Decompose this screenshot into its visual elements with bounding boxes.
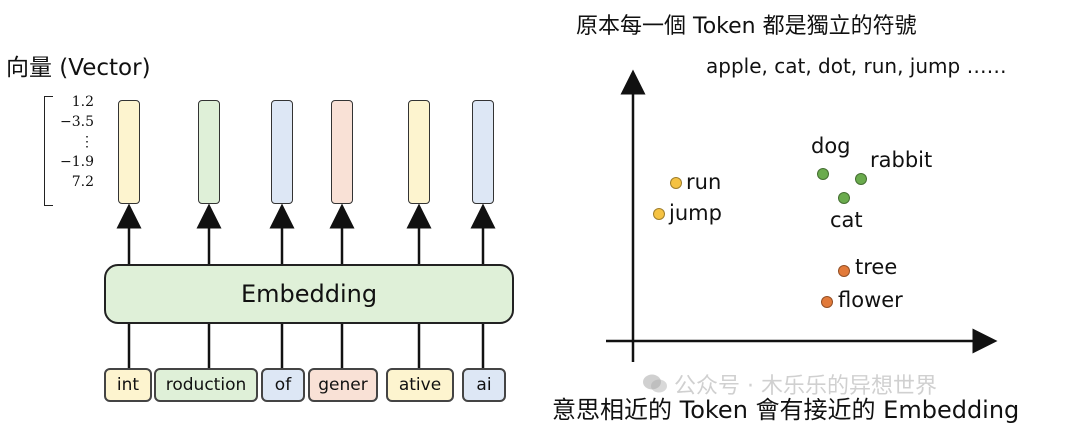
vector-values: 1.2 −3.5 ⋮ −1.9 7.2 [52,92,94,192]
point-flower [821,296,833,308]
embedding-vector-1 [118,100,140,204]
embedding-vector-2 [198,100,220,204]
vector-value: −1.9 [60,154,94,170]
token-text: roduction [165,375,247,395]
token-text: int [116,375,140,395]
watermark: 公众号 · 木乐乐的异想世界 [642,368,937,400]
token-text: ai [476,375,492,395]
point-run [670,177,682,189]
caption: 意思相近的 Token 會有接近的 Embedding [552,396,1020,424]
point-rabbit [855,173,867,185]
label-cat: cat [830,208,863,232]
label-dog: dog [811,134,851,158]
vector-value: 7.2 [71,174,94,190]
embedding-label: Embedding [240,280,378,308]
embedding-vector-6 [472,100,494,204]
embedding-vector-3 [271,100,293,204]
token-text: ative [398,375,442,395]
embedding-vector-5 [408,100,430,204]
label-flower: flower [838,288,903,312]
token-text: gener [318,375,368,395]
point-jump [653,208,665,220]
label-jump: jump [669,201,722,225]
watermark-text: 公众号 · 木乐乐的异想世界 [674,374,937,399]
token-text: of [274,375,292,395]
vector-value: ⋮ [80,134,94,150]
vector-value: −3.5 [60,114,94,130]
symbols-title: 原本每一個 Token 都是獨立的符號 [576,14,917,39]
vector-value: 1.2 [71,94,94,110]
token-box: of [261,368,305,402]
token-list: apple, cat, dot, run, jump …… [706,54,1007,78]
point-tree [838,265,850,277]
token-box: ative [386,368,454,402]
point-cat [838,192,850,204]
token-box: int [104,368,152,402]
point-dog [817,168,829,180]
vector-title: 向量 (Vector) [6,55,151,81]
token-box: roduction [154,368,258,402]
embedding-vector-4 [331,100,353,204]
label-rabbit: rabbit [870,148,933,172]
token-box: ai [462,368,506,402]
vector-bracket [44,96,53,206]
embedding-block: Embedding [104,264,514,324]
token-box: gener [308,368,378,402]
label-tree: tree [855,255,898,279]
wechat-icon [643,374,667,393]
label-run: run [686,170,722,194]
